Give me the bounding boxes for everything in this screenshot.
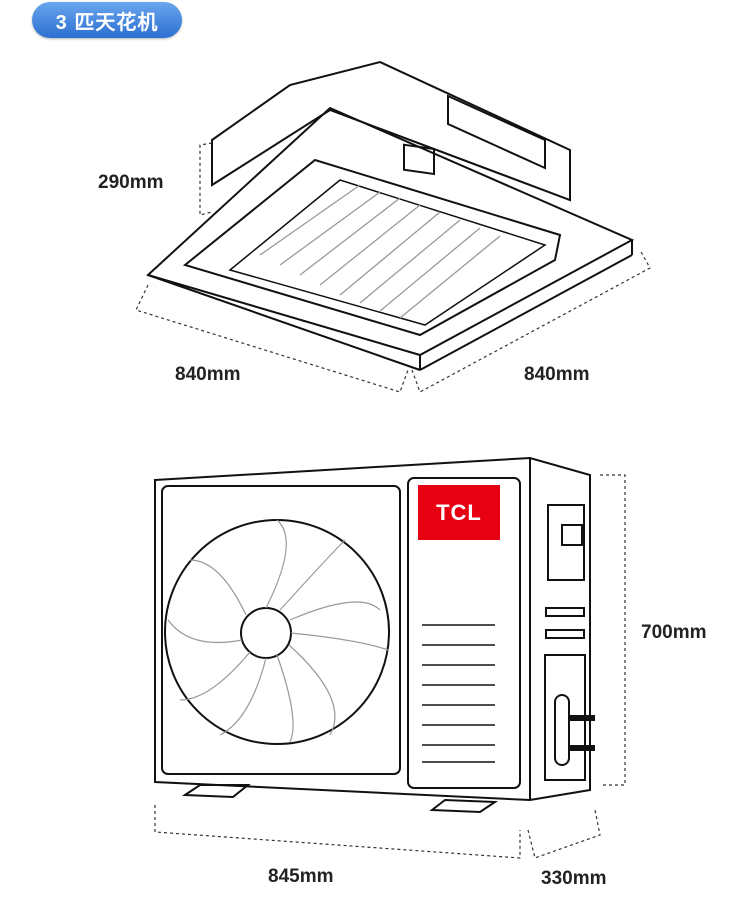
ceiling-cassette-unit — [146, 60, 635, 371]
tcl-logo: TCL — [436, 499, 482, 525]
indoor-height-label: 290mm — [98, 172, 164, 193]
product-badge: 3 匹天花机 — [32, 2, 182, 38]
outdoor-width-label: 845mm — [268, 866, 334, 887]
indoor-dimension-lines — [135, 142, 651, 393]
outdoor-depth-label: 330mm — [541, 868, 607, 889]
indoor-width-right-label: 840mm — [524, 364, 590, 385]
outdoor-height-label: 700mm — [641, 622, 707, 643]
outdoor-unit — [154, 456, 595, 814]
indoor-width-left-label: 840mm — [175, 364, 241, 385]
tcl-logo-background — [418, 485, 500, 540]
outdoor-dimension-lines — [154, 474, 626, 859]
